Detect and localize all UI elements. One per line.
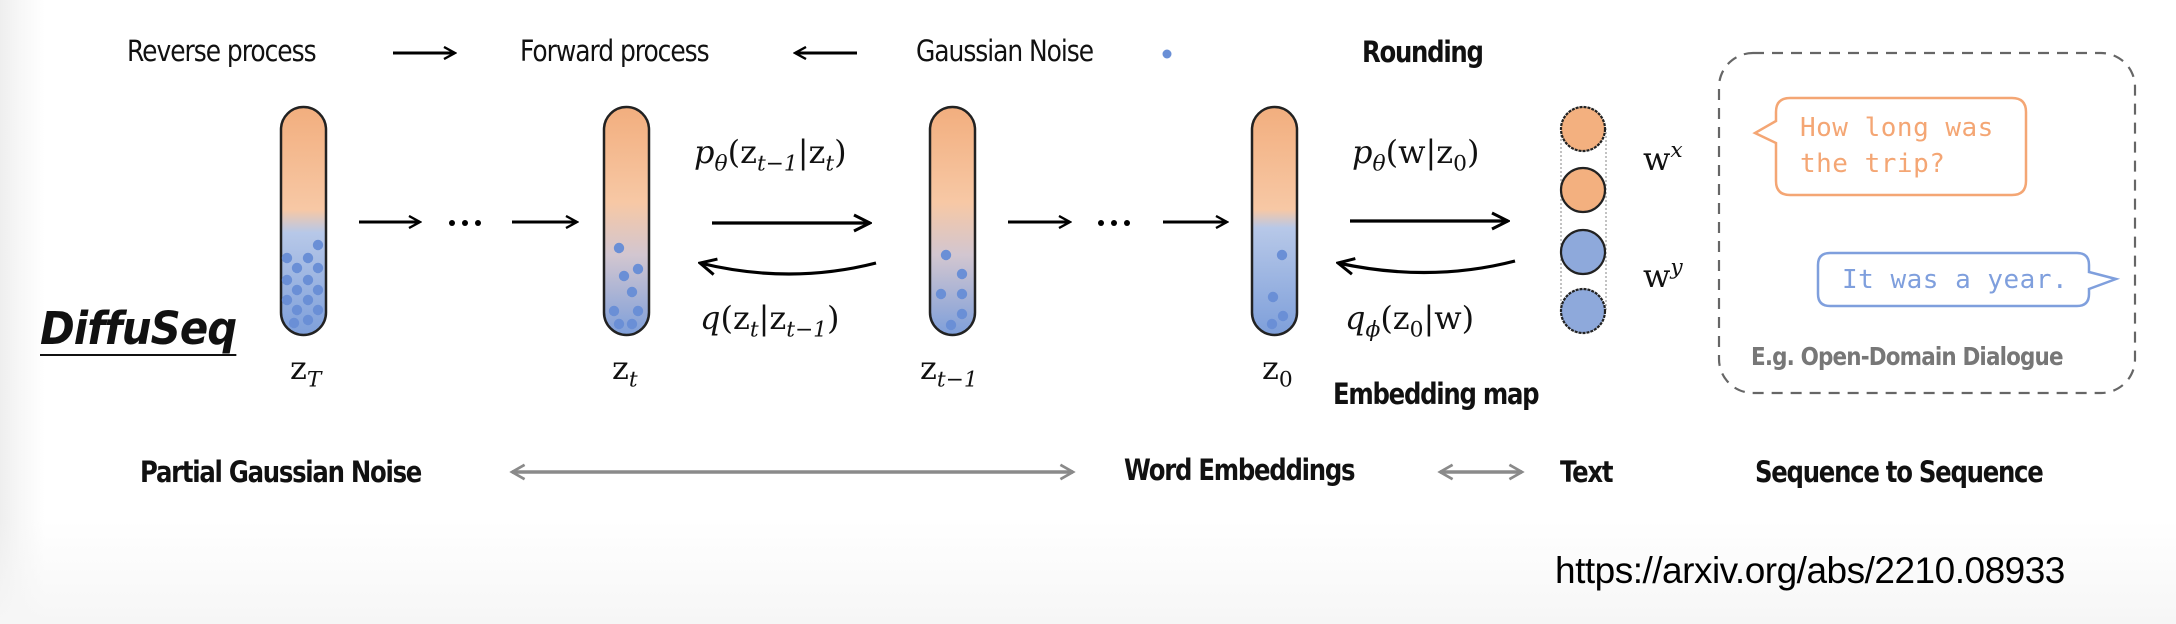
state-label-zT: zT [290,349,322,393]
source-url-link[interactable]: https://arxiv.org/abs/2210.08933 [1555,550,2065,591]
tube-zt-1 [928,105,977,337]
token-group-outline [1560,128,1607,313]
token-circle [1559,287,1607,335]
noise-dot [302,294,314,306]
question-text: How long was the trip? [1800,113,1994,179]
tube-z0 [1250,105,1299,337]
answer-text: It was a year. [1842,265,2069,295]
noise-dot [608,305,620,317]
denoise-transition-label: pθ(zt−1|zt) [694,133,847,177]
noise-dot [1276,249,1288,261]
noise-transition-label: q(zt|zt−1) [700,299,840,343]
gaussian-noise-label: Gaussian Noise [916,34,1094,68]
state-label-z0: z0 [1262,349,1293,393]
forward-process-label: Forward process [520,34,710,68]
seq2seq-label: Sequence to Sequence [1755,455,2044,489]
noise-dot [945,319,957,331]
tube-zT [279,105,328,337]
word-label-wx: wx [1643,137,1683,178]
embedding-transition-label: qϕ(z0|w) [1345,299,1475,343]
noise-dot [1267,291,1279,303]
noise-arrow-icon [700,263,877,274]
diffuseq-title: DiffuSeq [40,302,237,355]
example-box [1717,51,2137,395]
noise-dot [956,308,968,320]
text-label: Text [1560,455,1613,489]
noise-dot [288,317,300,329]
noise-dot [302,252,314,264]
reverse-process-label: Reverse process [127,34,317,68]
noise-dot [1266,318,1278,330]
question-bubble [1752,96,2028,197]
noise-dot [291,284,303,296]
word-embeddings-label: Word Embeddings [1124,453,1356,487]
noise-dot [312,239,324,251]
noise-dot [940,249,952,261]
ellipsis-icon [1098,220,1130,226]
partial-gaussian-noise-label: Partial Gaussian Noise [140,455,422,489]
noise-dot [291,304,303,316]
noise-dot [613,242,625,254]
tube-zt [602,105,651,337]
noise-dot [632,263,644,275]
noise-dot [956,268,968,280]
token-circle [1559,105,1607,153]
noise-dot [1277,310,1289,322]
noise-dot [312,284,324,296]
noise-dot [281,274,293,286]
noise-dot [281,252,293,264]
noise-dot [302,274,314,286]
rounding-transition-label: pθ(w|z0) [1352,133,1480,177]
noise-dot [291,262,303,274]
token-circle [1559,228,1607,276]
state-label-zt: zt [612,349,638,393]
embedding-map-label: Embedding map [1333,377,1540,411]
answer-bubble [1816,251,2121,308]
word-label-wy: wy [1643,254,1683,295]
noise-dot [312,262,324,274]
ellipsis-icon [449,220,481,226]
noise-dot [302,314,314,326]
gaussian-noise-dot-icon [1162,49,1172,59]
state-label-zt-1: zt−1 [920,349,978,393]
noise-dot [626,318,638,330]
noise-dots [281,239,1289,331]
noise-dot [632,305,644,317]
noise-dot [312,304,324,316]
noise-dot [281,294,293,306]
noise-dot [626,286,638,298]
embedding-arrow-icon [1338,261,1516,273]
noise-dot [613,318,625,330]
token-circle [1559,166,1607,214]
noise-dot [935,288,947,300]
rounding-label: Rounding [1362,35,1484,69]
example-caption: E.g. Open-Domain Dialogue [1751,342,2064,371]
noise-dot [956,288,968,300]
noise-dot [618,270,630,282]
